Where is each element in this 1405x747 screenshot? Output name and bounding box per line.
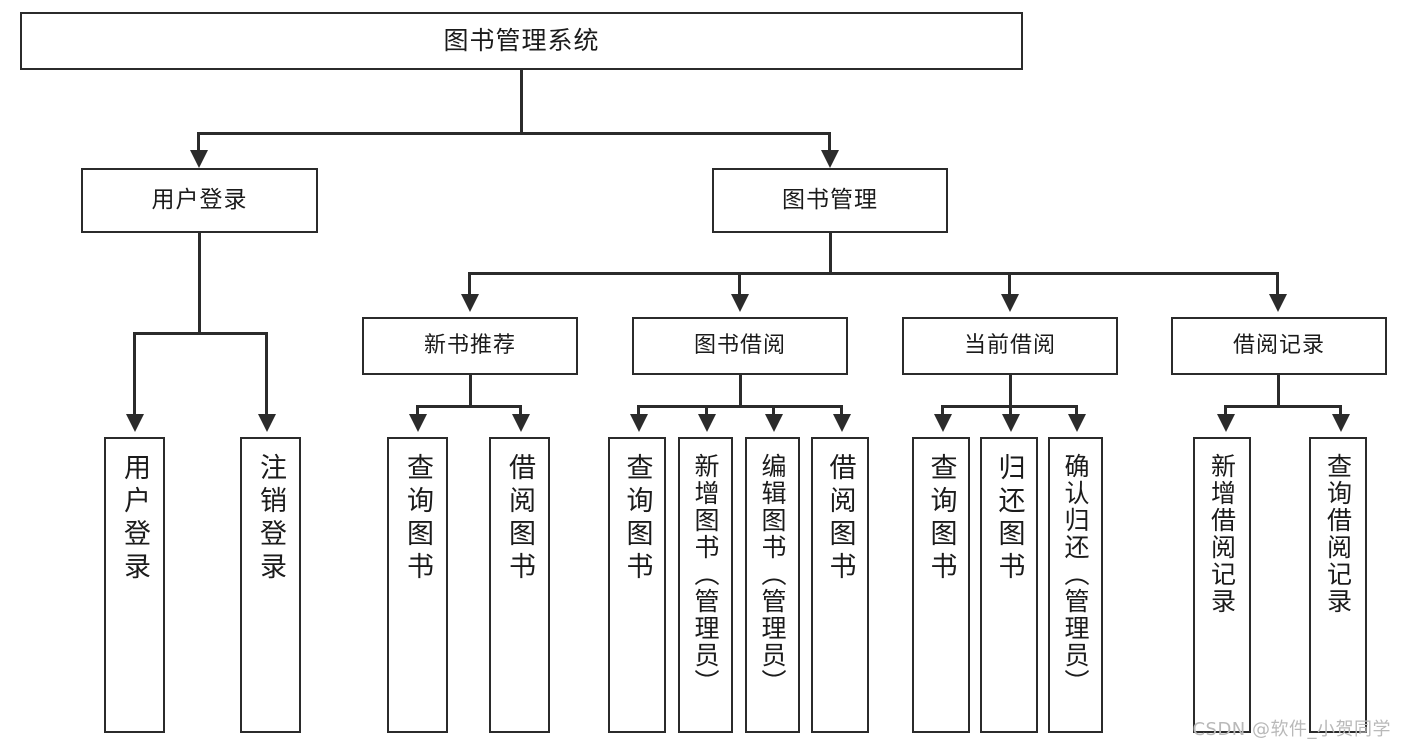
node-label: 图书借阅 (693, 332, 786, 358)
arrowhead-current-borrow-leaf-3 (1068, 414, 1086, 432)
node-label: 确认归还（管理员） (1061, 453, 1090, 696)
node-label: 归还图书 (993, 453, 1025, 585)
connector-book-manage-to-record (1276, 272, 1279, 296)
arrowhead-current-borrow-leaf-1 (934, 414, 952, 432)
connector-book-manage-distributor (468, 272, 1279, 275)
connector-current-borrow-to-leaf-2 (1009, 405, 1012, 416)
connector-borrow-record-distributor (1224, 405, 1342, 408)
node-root-system[interactable]: 图书管理系统 (20, 12, 1023, 70)
leaf-user-login[interactable]: 用户登录 (104, 437, 165, 733)
node-new-book-recommend[interactable]: 新书推荐 (362, 317, 578, 375)
connector-book-borrow-to-leaf-1 (637, 405, 640, 416)
node-current-borrow[interactable]: 当前借阅 (902, 317, 1118, 375)
connector-user-login-to-leaf-1 (133, 332, 136, 416)
node-label: 借阅图书 (824, 453, 856, 585)
connector-book-borrow-distributor (637, 405, 843, 408)
node-label: 借阅记录 (1232, 332, 1325, 358)
node-label: 编辑图书（管理员） (758, 453, 787, 696)
leaf-current-confirm-return-admin[interactable]: 确认归还（管理员） (1048, 437, 1103, 733)
arrowhead-root-to-book-manage (821, 150, 839, 168)
csdn-watermark: CSDN @软件_小贺同学 (1192, 719, 1391, 740)
connector-book-borrow-to-leaf-3 (772, 405, 775, 416)
connector-user-login-trunk (198, 233, 201, 334)
arrowhead-borrow-record-leaf-2 (1332, 414, 1350, 432)
connector-book-borrow-to-leaf-2 (705, 405, 708, 416)
connector-book-borrow-to-leaf-4 (840, 405, 843, 416)
node-label: 用户登录 (151, 186, 248, 213)
leaf-new-book-query[interactable]: 查询图书 (387, 437, 448, 733)
connector-root-distributor (197, 132, 831, 135)
connector-book-manage-to-borrow (738, 272, 741, 296)
node-label: 查询图书 (925, 453, 957, 585)
connector-root-to-book-manage (828, 132, 831, 152)
connector-book-manage-to-new-book (468, 272, 471, 296)
connector-current-borrow-to-leaf-1 (941, 405, 944, 416)
connector-new-book-to-leaf-1 (416, 405, 419, 416)
leaf-record-add[interactable]: 新增借阅记录 (1193, 437, 1251, 733)
arrowhead-user-login-leaf-2 (258, 414, 276, 432)
connector-book-manage-trunk (829, 233, 832, 274)
arrowhead-book-borrow-leaf-3 (765, 414, 783, 432)
connector-user-login-distributor (133, 332, 265, 335)
leaf-borrow-borrow-book[interactable]: 借阅图书 (811, 437, 869, 733)
node-label: 查询借阅记录 (1323, 453, 1353, 615)
arrowhead-book-manage-borrow (731, 294, 749, 312)
connector-user-login-to-leaf-2 (265, 332, 268, 416)
leaf-borrow-add-book-admin[interactable]: 新增图书（管理员） (678, 437, 733, 733)
node-label: 注销登录 (255, 453, 286, 585)
node-borrow-record[interactable]: 借阅记录 (1171, 317, 1387, 375)
arrowhead-user-login-leaf-1 (126, 414, 144, 432)
node-label: 借阅图书 (504, 453, 535, 585)
connector-current-borrow-to-leaf-3 (1075, 405, 1078, 416)
arrowhead-book-manage-new-book (461, 294, 479, 312)
arrowhead-new-book-leaf-2 (512, 414, 530, 432)
arrowhead-borrow-record-leaf-1 (1217, 414, 1235, 432)
node-label: 当前借阅 (963, 332, 1056, 358)
arrowhead-root-to-user-login (190, 150, 208, 168)
arrowhead-book-borrow-leaf-1 (630, 414, 648, 432)
node-label: 查询图书 (621, 453, 653, 585)
node-label: 查询图书 (402, 453, 433, 585)
connector-new-book-distributor (416, 405, 522, 408)
node-book-borrow[interactable]: 图书借阅 (632, 317, 848, 375)
arrowhead-book-manage-record (1269, 294, 1287, 312)
node-label: 图书管理系统 (443, 26, 600, 55)
connector-book-borrow-trunk (739, 375, 742, 407)
leaf-borrow-query[interactable]: 查询图书 (608, 437, 666, 733)
node-label: 新书推荐 (423, 332, 516, 358)
arrowhead-book-borrow-leaf-4 (833, 414, 851, 432)
connector-borrow-record-to-leaf-2 (1339, 405, 1342, 416)
leaf-new-book-borrow[interactable]: 借阅图书 (489, 437, 550, 733)
arrowhead-book-borrow-leaf-2 (698, 414, 716, 432)
connector-new-book-to-leaf-2 (519, 405, 522, 416)
node-label: 用户登录 (119, 453, 150, 585)
connector-book-manage-to-current (1008, 272, 1011, 296)
node-label: 新增图书（管理员） (691, 453, 720, 696)
leaf-current-return[interactable]: 归还图书 (980, 437, 1038, 733)
connector-borrow-record-to-leaf-1 (1224, 405, 1227, 416)
node-label: 新增借阅记录 (1207, 453, 1237, 615)
leaf-borrow-edit-book-admin[interactable]: 编辑图书（管理员） (745, 437, 800, 733)
arrowhead-new-book-leaf-1 (409, 414, 427, 432)
connector-root-trunk (520, 70, 523, 134)
leaf-current-query[interactable]: 查询图书 (912, 437, 970, 733)
leaf-logout[interactable]: 注销登录 (240, 437, 301, 733)
arrowhead-book-manage-current (1001, 294, 1019, 312)
arrowhead-current-borrow-leaf-2 (1002, 414, 1020, 432)
connector-root-to-user-login (197, 132, 200, 152)
connector-borrow-record-trunk (1277, 375, 1280, 407)
leaf-record-query[interactable]: 查询借阅记录 (1309, 437, 1367, 733)
node-label: 图书管理 (782, 186, 878, 213)
connector-new-book-trunk (469, 375, 472, 407)
node-user-login[interactable]: 用户登录 (81, 168, 318, 233)
connector-current-borrow-trunk (1009, 375, 1012, 407)
node-book-manage[interactable]: 图书管理 (712, 168, 948, 233)
